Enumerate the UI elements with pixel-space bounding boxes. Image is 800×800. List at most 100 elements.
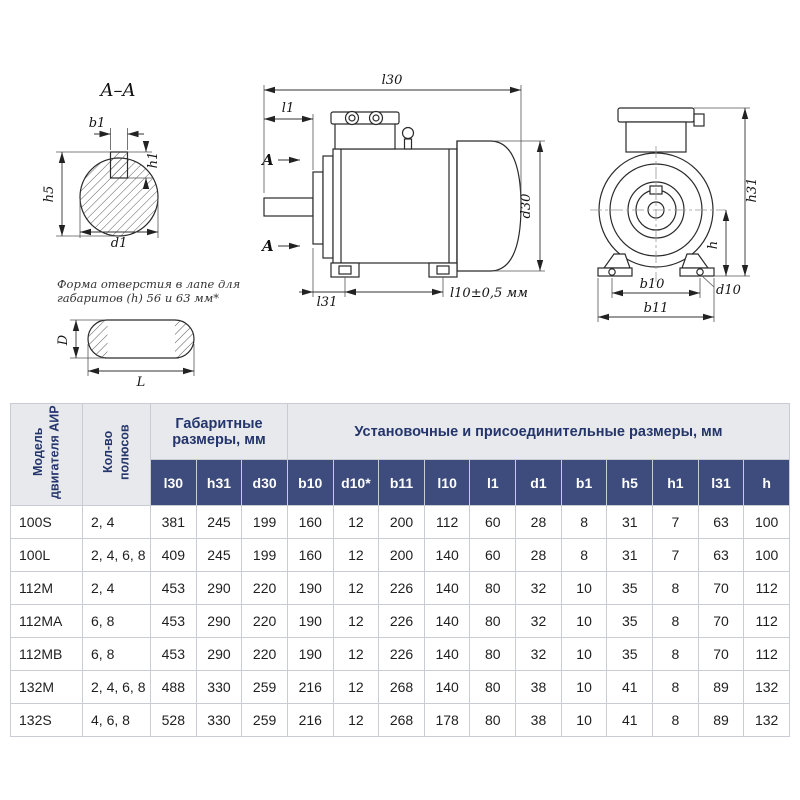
dim-value-cell: 100 (743, 538, 790, 572)
dim-value-cell: 10 (560, 604, 608, 638)
dim-value-cell: 35 (606, 637, 654, 671)
dim-col-l10: l10 (423, 459, 471, 506)
dim-col-l31: l31 (697, 459, 745, 506)
dim-value-cell: 528 (150, 703, 197, 737)
dim-value-cell: 100 (743, 505, 790, 539)
dim-label-b10: b10 (640, 277, 665, 292)
poles-cell: 4, 6, 8 (82, 703, 151, 737)
dim-value-cell: 89 (697, 670, 745, 704)
dim-value-cell: 140 (423, 538, 471, 572)
dim-value-cell: 216 (286, 703, 334, 737)
dim-value-cell: 112 (423, 505, 471, 539)
dim-label-l10: l10±0,5 мм (450, 286, 528, 301)
model-cell: 132M (10, 670, 83, 704)
dim-value-cell: 80 (469, 670, 517, 704)
dim-value-cell: 32 (515, 604, 562, 638)
dim-value-cell: 63 (697, 505, 745, 539)
dim-value-cell: 60 (469, 538, 517, 572)
section-mark-a-bottom: A (260, 237, 274, 255)
dim-value-cell: 41 (606, 703, 654, 737)
dim-value-cell: 8 (652, 604, 699, 638)
foot-slot-note-line1: Форма отверстия в лапе для (57, 277, 240, 291)
section-title: A–A (99, 80, 136, 101)
poles-cell: 6, 8 (82, 637, 151, 671)
dim-value-cell: 190 (286, 604, 334, 638)
dim-col-b1: b1 (560, 459, 608, 506)
dim-value-cell: 268 (378, 670, 425, 704)
model-cell: 112MB (10, 637, 83, 671)
dim-col-b10: b10 (286, 459, 334, 506)
poles-cell: 2, 4 (82, 571, 151, 605)
dim-col-b11: b11 (378, 459, 425, 506)
dim-value-cell: 12 (332, 703, 380, 737)
dim-value-cell: 200 (378, 505, 425, 539)
dim-col-d1: d1 (515, 459, 562, 506)
dim-value-cell: 259 (241, 703, 288, 737)
dim-value-cell: 12 (332, 670, 380, 704)
dim-value-cell: 8 (652, 670, 699, 704)
dim-label-b1: b1 (89, 116, 106, 131)
dim-value-cell: 409 (150, 538, 197, 572)
dim-value-cell: 245 (195, 538, 243, 572)
dim-value-cell: 80 (469, 604, 517, 638)
dim-label-h31: h31 (745, 178, 760, 203)
dim-value-cell: 112 (743, 637, 790, 671)
dim-col-h1: h1 (652, 459, 699, 506)
poles-cell: 2, 4, 6, 8 (82, 538, 151, 572)
dim-value-cell: 140 (423, 604, 471, 638)
dim-value-cell: 453 (150, 604, 197, 638)
dimensions-table-area: Модель двигателя АИР Кол-во полюсов Габа… (0, 398, 800, 737)
dim-value-cell: 160 (286, 538, 334, 572)
model-cell: 132S (10, 703, 83, 737)
dim-value-cell: 290 (195, 637, 243, 671)
dim-value-cell: 80 (469, 637, 517, 671)
shaft-section-view: A–A b1 h1 h5 d1 (42, 80, 161, 251)
dim-col-h31: h31 (195, 459, 243, 506)
dim-value-cell: 220 (241, 637, 288, 671)
dim-value-cell: 330 (195, 670, 243, 704)
dim-value-cell: 226 (378, 637, 425, 671)
dim-value-cell: 31 (606, 505, 654, 539)
technical-drawing-area: A–A b1 h1 h5 d1 Форма отверстия в лапе д… (0, 0, 800, 398)
dim-value-cell: 178 (423, 703, 471, 737)
dim-value-cell: 488 (150, 670, 197, 704)
motor-dimension-drawing: A–A b1 h1 h5 d1 Форма отверстия в лапе д… (42, 73, 760, 390)
dim-col-d30: d30 (241, 459, 288, 506)
dim-value-cell: 220 (241, 604, 288, 638)
dim-value-cell: 226 (378, 571, 425, 605)
dim-label-l31: l31 (317, 295, 338, 310)
dim-value-cell: 12 (332, 505, 380, 539)
dim-value-cell: 259 (241, 670, 288, 704)
dim-value-cell: 10 (560, 703, 608, 737)
foot-slot-view: Форма отверстия в лапе для габаритов (h)… (56, 277, 240, 390)
dim-value-cell: 200 (378, 538, 425, 572)
dimension-columns-row: l30 h31 d30 b10 d10* b11 l10 l1 d1 b1 h5… (11, 459, 790, 506)
dim-value-cell: 8 (652, 703, 699, 737)
dim-value-cell: 12 (332, 637, 380, 671)
dim-col-l1: l1 (469, 459, 517, 506)
dim-label-l1: l1 (282, 101, 294, 116)
dim-value-cell: 216 (286, 670, 334, 704)
col-header-poles: Кол-во полюсов (82, 403, 151, 506)
dim-value-cell: 268 (378, 703, 425, 737)
col-header-poles-label: Кол-во полюсов (101, 424, 132, 480)
dim-col-l30: l30 (150, 459, 197, 506)
dim-value-cell: 7 (652, 505, 699, 539)
dim-col-d10: d10* (332, 459, 380, 506)
dim-value-cell: 290 (195, 571, 243, 605)
dim-value-cell: 28 (515, 538, 562, 572)
dim-value-cell: 70 (697, 604, 745, 638)
dim-label-d30: d30 (519, 194, 534, 219)
poles-cell: 6, 8 (82, 604, 151, 638)
dim-value-cell: 80 (469, 571, 517, 605)
motor-side-view: A A l30 l1 d30 l31 l10±0,5 мм (260, 73, 545, 310)
model-cell: 112M (10, 571, 83, 605)
dim-value-cell: 140 (423, 637, 471, 671)
model-cell: 100L (10, 538, 83, 572)
dim-value-cell: 10 (560, 670, 608, 704)
